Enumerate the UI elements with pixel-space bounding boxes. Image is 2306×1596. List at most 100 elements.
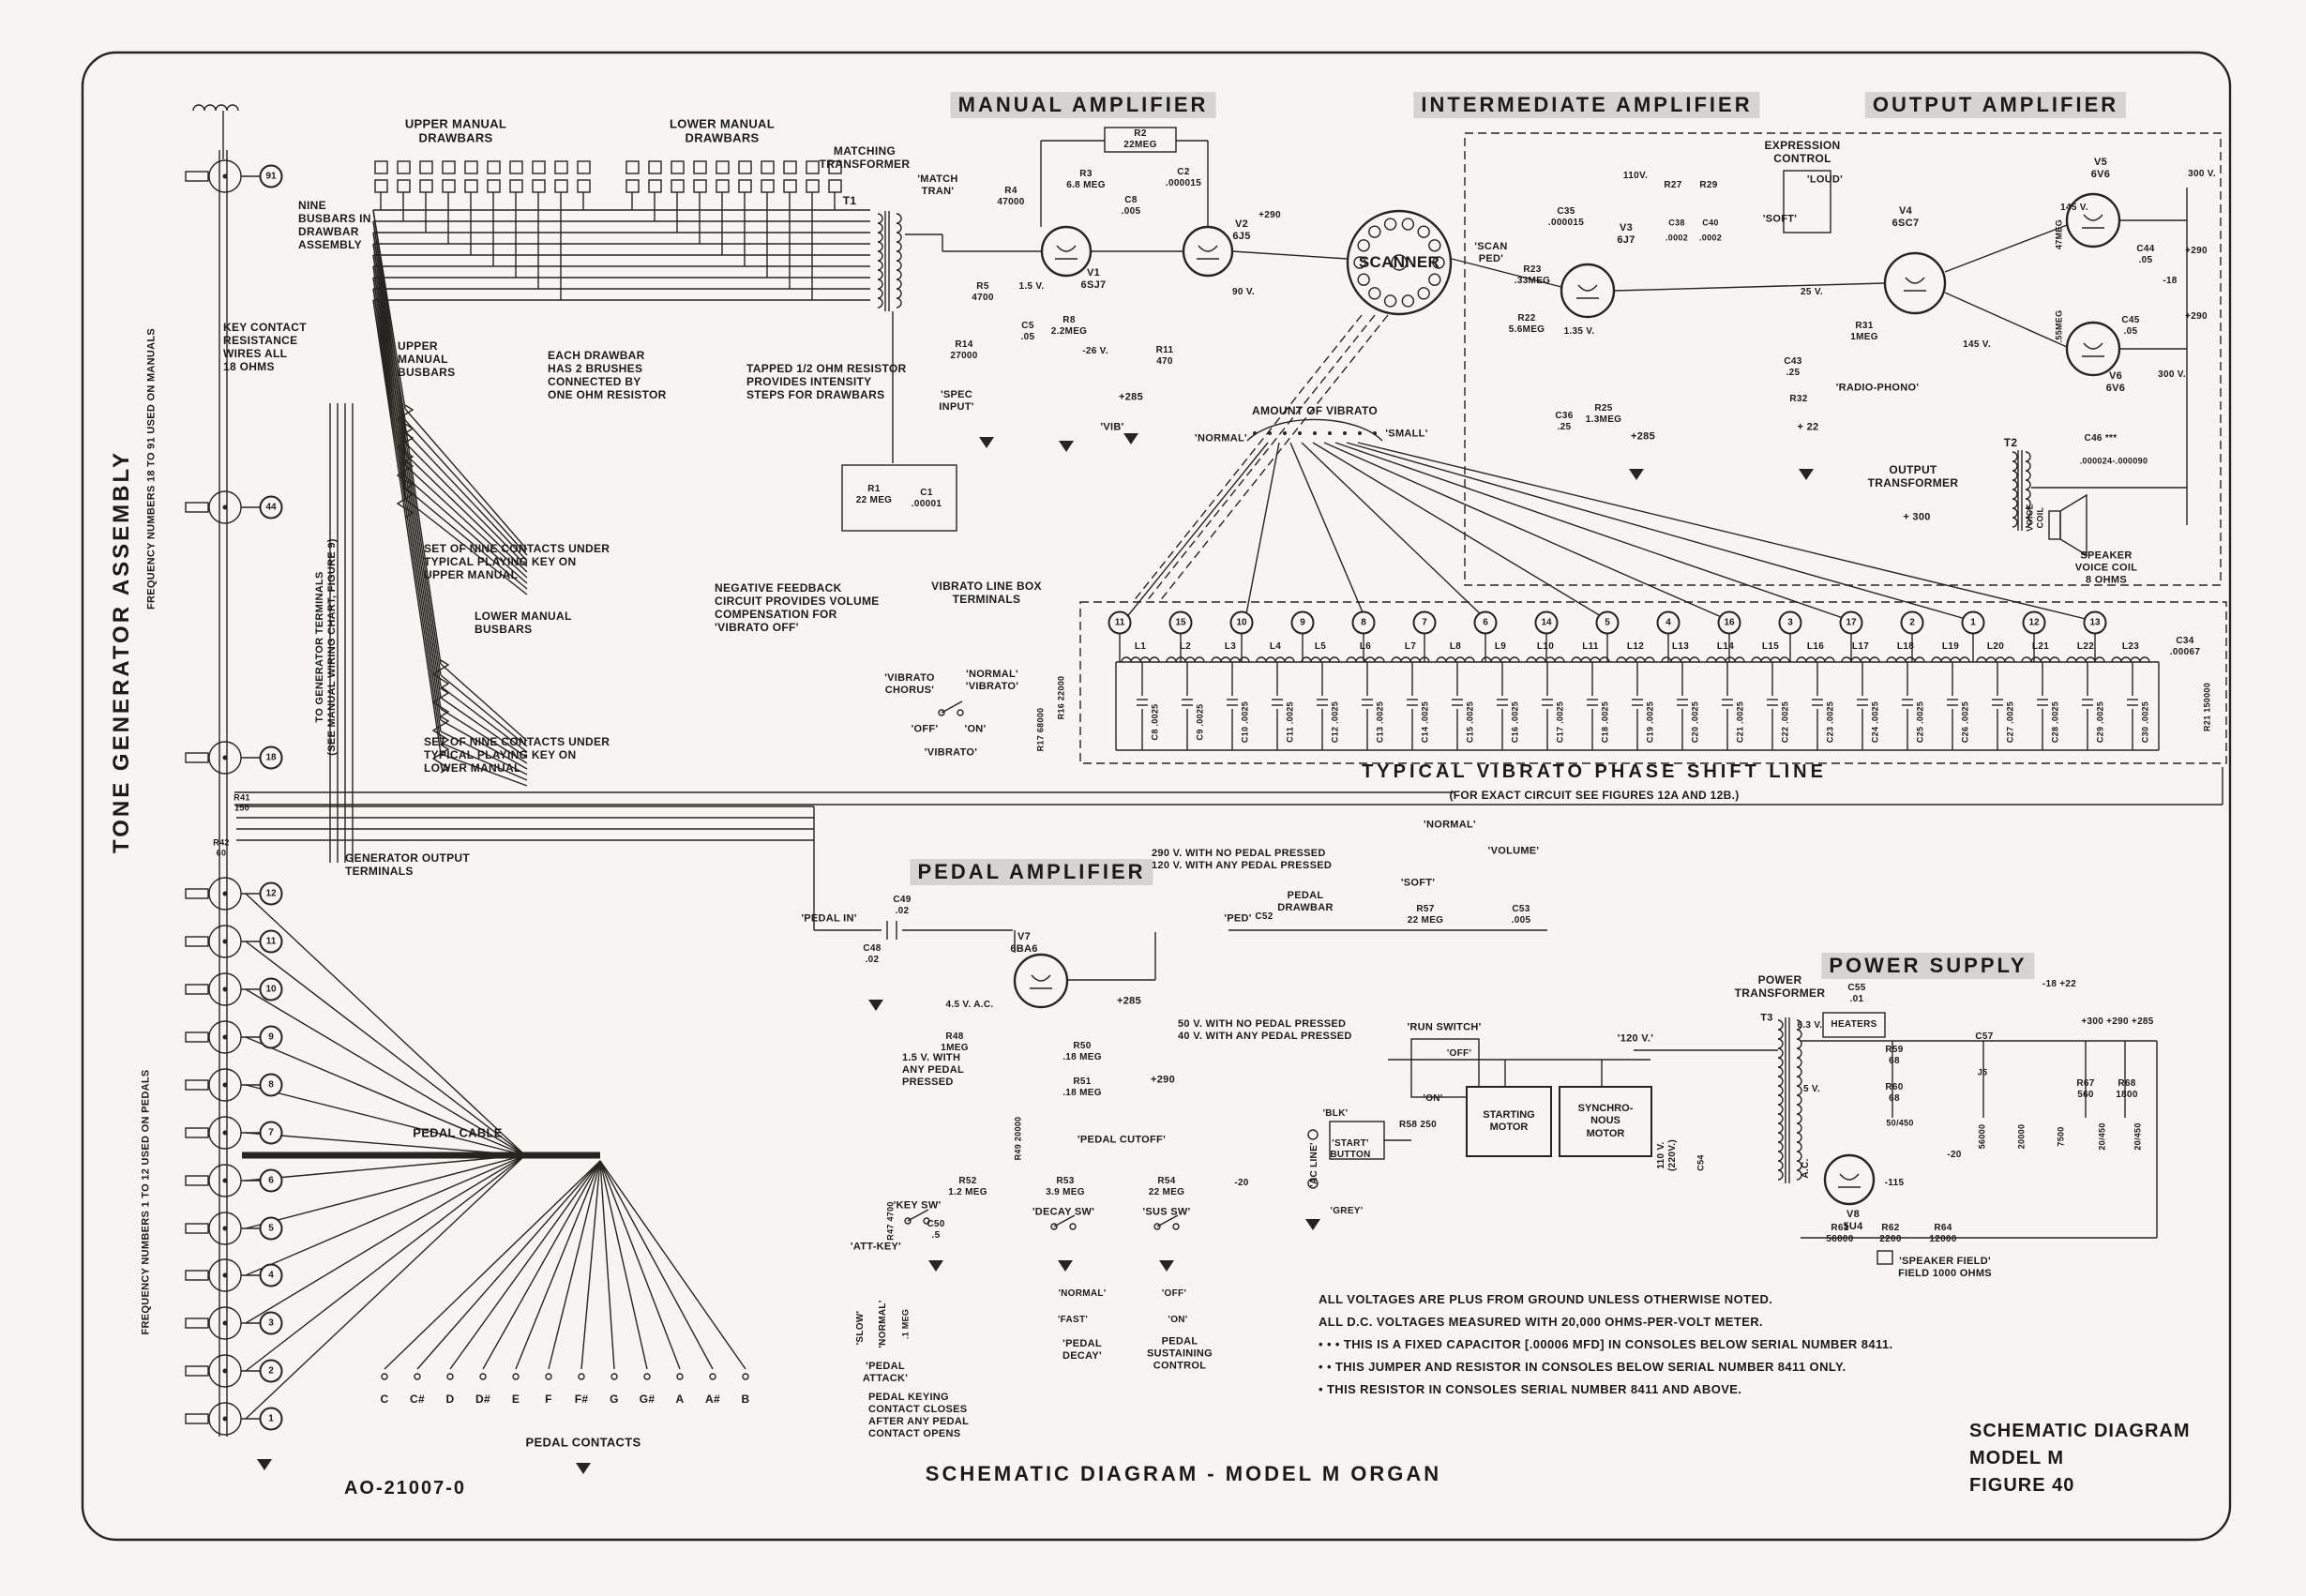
cap-label: C11 .0025 bbox=[1285, 701, 1295, 743]
starting-motor-box: STARTING MOTOR bbox=[1466, 1086, 1552, 1157]
coil-label: L1 bbox=[1134, 641, 1147, 653]
coil-label: L15 bbox=[1761, 641, 1780, 653]
schematic-label: 4.5 V. A.C. bbox=[945, 1000, 994, 1011]
header-intermediate-amplifier: INTERMEDIATE AMPLIFIER bbox=[1413, 92, 1760, 118]
schematic-label: 'BLK' bbox=[1322, 1108, 1349, 1120]
coil-label: L6 bbox=[1359, 641, 1372, 653]
drawing-number: AO-21007-0 bbox=[343, 1478, 467, 1499]
freq-note-pedals: FREQUENCY NUMBERS 1 TO 12 USED ON PEDALS bbox=[140, 1069, 152, 1335]
schematic-label: 'ATT-KEY' bbox=[850, 1241, 902, 1253]
schematic-label: R4 47000 bbox=[997, 186, 1025, 207]
schematic-label: 'OFF' bbox=[911, 723, 939, 735]
schematic-label: T3 bbox=[1760, 1012, 1773, 1024]
schematic-label: GENERATOR OUTPUT TERMINALS bbox=[345, 851, 471, 879]
cap-label: C14 .0025 bbox=[1420, 700, 1430, 744]
schematic-label: R60 68 bbox=[1885, 1082, 1904, 1104]
synchronous-motor-box: SYNCHRO- NOUS MOTOR bbox=[1559, 1086, 1652, 1157]
schematic-label: C5 .05 bbox=[1020, 321, 1035, 342]
schematic-label: R29 bbox=[1699, 180, 1718, 191]
schematic-label: +285 bbox=[1119, 391, 1143, 403]
tube-label-v8: V8 5U4 bbox=[1843, 1209, 1863, 1232]
title-block: SCHEMATIC DIAGRAM MODEL M FIGURE 40 bbox=[1969, 1418, 2191, 1499]
schematic-label: 'PEDAL IN' bbox=[801, 912, 857, 925]
schematic-label: 1.5 V. bbox=[1018, 281, 1045, 293]
schematic-label: 'RADIO-PHONO' bbox=[1835, 382, 1920, 394]
schematic-label: R53 3.9 MEG bbox=[1046, 1176, 1085, 1197]
schematic-label: 'GREY' bbox=[1330, 1206, 1364, 1217]
tone-wheel-number: 44 bbox=[259, 495, 283, 519]
schematic-label: R47 4700 bbox=[885, 1201, 896, 1241]
schematic-label: R14 27000 bbox=[950, 339, 978, 361]
schematic-label: 5 V. bbox=[1802, 1084, 1821, 1095]
schematic-label: C55 .01 bbox=[1847, 983, 1866, 1004]
coil-label: L14 bbox=[1716, 641, 1735, 653]
cap-label: C24 .0025 bbox=[1870, 700, 1880, 744]
schematic-label: C8 .005 bbox=[1121, 195, 1141, 217]
schematic-label: PEDAL SUSTAINING CONTROL bbox=[1146, 1335, 1213, 1372]
schematic-label: A.C. bbox=[1801, 1158, 1812, 1179]
tube-label-v2: V2 6J5 bbox=[1232, 218, 1251, 242]
schematic-label: + 300 bbox=[1903, 511, 1931, 523]
schematic-label: 50 V. WITH NO PEDAL PRESSED 40 V. WITH A… bbox=[1178, 1018, 1352, 1042]
pedal-contact-label: G bbox=[610, 1392, 619, 1406]
line-terminal: 2 bbox=[1900, 610, 1924, 635]
schematic-label: -20 bbox=[1234, 1178, 1249, 1189]
schematic-label: R54 22 MEG bbox=[1148, 1176, 1185, 1197]
line-terminal: 3 bbox=[1778, 610, 1802, 635]
line-terminal: 16 bbox=[1717, 610, 1741, 635]
schematic-label: +285 bbox=[1631, 430, 1655, 443]
header-pedal-amplifier: PEDAL AMPLIFIER bbox=[910, 859, 1153, 885]
schematic-label: 'RUN SWITCH' bbox=[1407, 1021, 1482, 1033]
schematic-label: 110V. bbox=[1622, 171, 1649, 182]
schematic-label: NEGATIVE FEEDBACK CIRCUIT PROVIDES VOLUM… bbox=[715, 581, 880, 635]
schematic-label: SET OF NINE CONTACTS UNDER TYPICAL PLAYI… bbox=[424, 735, 610, 775]
schematic-label: 'PED' bbox=[1224, 912, 1252, 925]
schematic-label: R59 68 bbox=[1885, 1045, 1904, 1066]
line-terminal: 14 bbox=[1534, 610, 1559, 635]
schematic-label: AMOUNT OF VIBRATO bbox=[1252, 403, 1378, 417]
pedal-contact-label: A# bbox=[705, 1392, 720, 1406]
schematic-label: 'START' BUTTON bbox=[1330, 1138, 1371, 1160]
cap-label: C17 .0025 bbox=[1555, 700, 1565, 744]
schematic-label: 'NORMAL' bbox=[1195, 432, 1247, 444]
schematic-label: R51 .18 MEG bbox=[1063, 1077, 1102, 1098]
line-terminal: 12 bbox=[2022, 610, 2046, 635]
schematic-label: 'LOUD' bbox=[1806, 173, 1844, 186]
schematic-label: 'ON' bbox=[1423, 1093, 1443, 1105]
schematic-label: +290 bbox=[2185, 246, 2208, 257]
schematic-label: 6.3 V. bbox=[1797, 1020, 1823, 1031]
schematic-label: R50 .18 MEG bbox=[1063, 1041, 1102, 1062]
schematic-label: +285 bbox=[1117, 995, 1141, 1007]
schematic-label: C45 .05 bbox=[2121, 315, 2140, 337]
note-line: • • THIS JUMPER AND RESISTOR IN CONSOLES… bbox=[1319, 1360, 1846, 1374]
schematic-label: R41 150 bbox=[234, 792, 250, 812]
schematic-label: R25 1.3MEG bbox=[1585, 403, 1622, 425]
cap-label: C15 .0025 bbox=[1465, 700, 1475, 744]
schematic-label: + 22 bbox=[1797, 421, 1819, 433]
schematic-label: C44 .05 bbox=[2136, 244, 2155, 265]
schematic-label: 20000 bbox=[2016, 1123, 2027, 1150]
schematic-label: 'FAST' bbox=[1057, 1315, 1089, 1326]
coil-label: L12 bbox=[1626, 641, 1645, 653]
schematic-label: 'VIBRATO' bbox=[924, 746, 978, 759]
coil-label: L23 bbox=[2121, 641, 2140, 653]
schematic-label: C49 .02 bbox=[893, 895, 912, 916]
cap-label: C16 .0025 bbox=[1510, 700, 1520, 744]
schematic-label: 'OFF' bbox=[1161, 1288, 1187, 1300]
schematic-label: 145 V. bbox=[2060, 203, 2088, 214]
schematic-label: C50 .5 bbox=[927, 1219, 945, 1241]
schematic-label: MATCHING TRANSFORMER bbox=[819, 143, 911, 171]
schematic-label: +290 bbox=[1151, 1074, 1175, 1086]
notes-block: ALL VOLTAGES ARE PLUS FROM GROUND UNLESS… bbox=[1319, 1292, 1975, 1405]
line-terminal: 15 bbox=[1168, 610, 1193, 635]
pedal-contact-label: E bbox=[511, 1392, 520, 1406]
schematic-label: 25 V. bbox=[1801, 287, 1823, 298]
schematic-label: R8 2.2MEG bbox=[1050, 315, 1088, 337]
schematic-label: 'KEY SW' bbox=[893, 1199, 942, 1212]
schematic-label: 'SOFT' bbox=[1400, 877, 1436, 889]
tube-label-v7: V7 6BA6 bbox=[1010, 931, 1038, 955]
schematic-label: .55MEG bbox=[2054, 309, 2064, 343]
schematic-label: '120 V.' bbox=[1617, 1032, 1654, 1045]
schematic-label: 'SLOW' bbox=[855, 1310, 867, 1346]
schematic-label: SET OF NINE CONTACTS UNDER TYPICAL PLAYI… bbox=[424, 542, 610, 582]
